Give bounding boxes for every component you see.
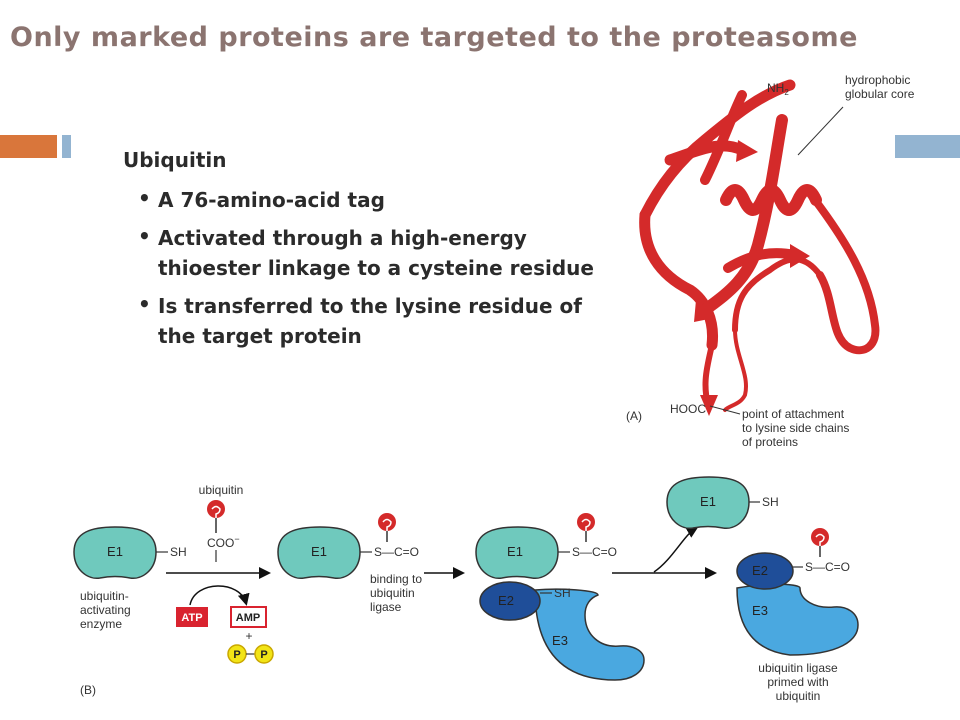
title-accent-bar-blue-left bbox=[62, 135, 71, 158]
e1-label: E1 bbox=[700, 494, 716, 509]
atp-label: ATP bbox=[181, 612, 202, 624]
ubiquitin-tag bbox=[577, 513, 595, 542]
slide-title: Only marked proteins are targeted to the… bbox=[10, 22, 858, 53]
title-accent-bar-orange bbox=[0, 135, 57, 158]
e1-enzyme-released bbox=[666, 476, 750, 529]
e3-label: E3 bbox=[552, 633, 568, 648]
ubiquitin-tag bbox=[811, 528, 829, 557]
coo-label: COO− bbox=[207, 534, 240, 550]
phosphate-2-label: P bbox=[260, 649, 267, 661]
bullet-item: Activated through a high-energy thioeste… bbox=[135, 221, 623, 283]
sh-label: SH bbox=[170, 545, 187, 559]
core-leader-line bbox=[797, 106, 844, 156]
e2-label: E2 bbox=[752, 563, 768, 578]
e2-enzyme bbox=[479, 581, 541, 621]
e3-ligase bbox=[534, 588, 645, 681]
phosphate-2 bbox=[254, 644, 274, 664]
e2-enzyme bbox=[736, 552, 794, 590]
e1-label: E1 bbox=[107, 544, 123, 559]
ubiquitin-ribbon-structure bbox=[639, 79, 880, 416]
atp-amp-arrow bbox=[189, 585, 250, 606]
nh2-label: NH2 bbox=[767, 81, 789, 97]
ubiquitin-label: ubiquitin bbox=[199, 483, 244, 497]
e1-release-arrow bbox=[653, 526, 699, 573]
title-accent-bar-blue-right bbox=[895, 135, 960, 158]
bullet-item: A 76-amino-acid tag bbox=[135, 183, 623, 215]
e2-label: E2 bbox=[498, 593, 514, 608]
amp-label: AMP bbox=[236, 612, 260, 624]
thioester-label: S—C=O bbox=[805, 560, 850, 574]
e3-ligase bbox=[736, 583, 859, 656]
text-content: Ubiquitin A 76-amino-acid tag Activated … bbox=[123, 148, 623, 359]
sh-label: SH bbox=[762, 495, 779, 509]
attachment-leader-line bbox=[709, 405, 741, 415]
sh-label: SH bbox=[554, 586, 571, 600]
bullet-list: A 76-amino-acid tag Activated through a … bbox=[123, 183, 623, 351]
e1-label: E1 bbox=[311, 544, 327, 559]
panel-a-label: (A) bbox=[626, 409, 642, 423]
ubiquitin-tag bbox=[207, 500, 225, 533]
e1-enzyme bbox=[277, 526, 361, 579]
e1-enzyme bbox=[73, 526, 157, 579]
e3-label: E3 bbox=[752, 603, 768, 618]
ubiquitin-tag bbox=[378, 513, 396, 542]
amp-box bbox=[230, 606, 267, 628]
atp-box bbox=[176, 607, 208, 627]
e1-enzyme bbox=[475, 526, 559, 579]
bullet-item: Is transferred to the lysine residue of … bbox=[135, 289, 623, 351]
panel-b-label: (B) bbox=[80, 683, 96, 697]
e1-label: E1 bbox=[507, 544, 523, 559]
thioester-label: S—C=O bbox=[572, 545, 617, 559]
content-heading: Ubiquitin bbox=[123, 148, 227, 172]
hooc-label: HOOC bbox=[670, 402, 706, 416]
thioester-label: S—C=O bbox=[374, 545, 419, 559]
phosphate-1-label: P bbox=[233, 649, 240, 661]
plus-label: + bbox=[245, 629, 252, 643]
